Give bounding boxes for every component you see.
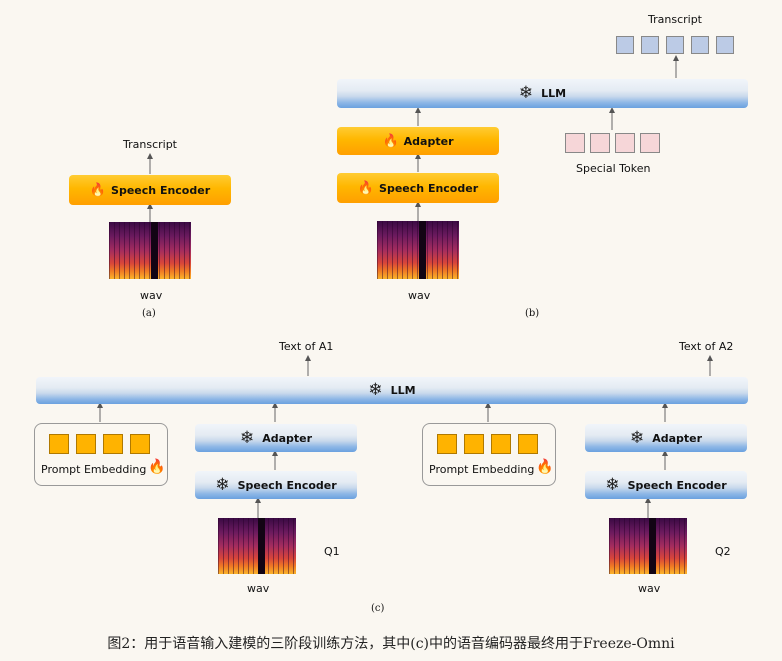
panel-c-speech-encoder-left-label: Speech Encoder	[237, 478, 337, 492]
panel-a-wav-label: wav	[140, 289, 163, 302]
text-a1-label: Text of A1	[279, 340, 334, 353]
panel-c-adapter-right: ❄ Adapter	[585, 424, 747, 452]
panel-b-spectrogram	[377, 221, 459, 279]
panel-a-speech-encoder-label: Speech Encoder	[111, 183, 211, 197]
prompt-token	[518, 434, 538, 454]
prompt-token	[130, 434, 150, 454]
special-token	[640, 133, 660, 153]
prompt-embedding-box-left	[34, 423, 168, 486]
panel-c-adapter-left-label: Adapter	[262, 431, 313, 445]
panel-a-spectrogram	[109, 222, 191, 279]
panel-a-speech-encoder: 🔥 Speech Encoder	[69, 175, 231, 205]
panel-c-llm: ❄ LLM	[36, 377, 748, 404]
panel-b-adapter-label: Adapter	[403, 134, 454, 148]
panel-c-adapter-left: ❄ Adapter	[195, 424, 357, 452]
snowflake-icon: ❄	[605, 474, 620, 495]
fire-icon: 🔥	[536, 459, 554, 475]
snowflake-icon: ❄	[368, 380, 383, 400]
figure-caption: 图2：用于语音输入建模的三阶段训练方法，其中(c)中的语音编码器最终用于Free…	[107, 636, 675, 652]
output-token	[616, 36, 634, 54]
prompt-token	[103, 434, 123, 454]
fire-icon: 🔥	[357, 180, 375, 196]
panel-c-speech-encoder-right: ❄ Speech Encoder	[585, 471, 747, 499]
output-token	[641, 36, 659, 54]
prompt-embedding-label-right: Prompt Embedding	[429, 463, 535, 476]
prompt-token	[49, 434, 69, 454]
snowflake-icon: ❄	[215, 474, 230, 495]
special-token-label: Special Token	[576, 162, 651, 175]
panel-c-adapter-right-label: Adapter	[652, 431, 703, 445]
fire-icon: 🔥	[382, 133, 399, 149]
panel-c-speech-encoder-left: ❄ Speech Encoder	[195, 471, 357, 499]
panel-b-speech-encoder: 🔥 Speech Encoder	[337, 173, 499, 203]
snowflake-icon: ❄	[518, 83, 534, 103]
special-token	[615, 133, 635, 153]
panel-a-caption: (a)	[142, 308, 156, 319]
panel-c-spectrogram-left	[218, 518, 296, 574]
panel-a-transcript-label: Transcript	[123, 138, 177, 151]
panel-c-llm-label: LLM	[390, 384, 416, 397]
fire-icon: 🔥	[89, 182, 107, 198]
snowflake-icon: ❄	[239, 427, 255, 448]
prompt-token	[437, 434, 457, 454]
text-a2-label: Text of A2	[679, 340, 734, 353]
prompt-embedding-box-right	[422, 423, 556, 486]
panel-c-wav-right-label: wav	[638, 582, 661, 595]
q1-label: Q1	[324, 545, 340, 558]
panel-b-llm: ❄ LLM	[337, 79, 748, 108]
fire-icon: 🔥	[148, 459, 166, 475]
prompt-token	[464, 434, 484, 454]
panel-b-speech-encoder-label: Speech Encoder	[379, 181, 479, 195]
panel-c-speech-encoder-right-label: Speech Encoder	[627, 478, 727, 492]
output-token	[716, 36, 734, 54]
special-token	[590, 133, 610, 153]
q2-label: Q2	[715, 545, 731, 558]
panel-b-transcript-label: Transcript	[648, 13, 702, 26]
panel-c-wav-left-label: wav	[247, 582, 270, 595]
output-token	[691, 36, 709, 54]
panel-b-wav-label: wav	[408, 289, 431, 302]
panel-b-llm-label: LLM	[541, 87, 567, 100]
prompt-token	[76, 434, 96, 454]
panel-b-adapter: 🔥 Adapter	[337, 127, 499, 155]
panel-b-caption: (b)	[525, 308, 540, 319]
prompt-token	[491, 434, 511, 454]
special-token	[565, 133, 585, 153]
snowflake-icon: ❄	[629, 427, 645, 448]
output-token	[666, 36, 684, 54]
panel-c-spectrogram-right	[609, 518, 687, 574]
panel-c-caption: (c)	[371, 603, 385, 614]
prompt-embedding-label-left: Prompt Embedding	[41, 463, 147, 476]
